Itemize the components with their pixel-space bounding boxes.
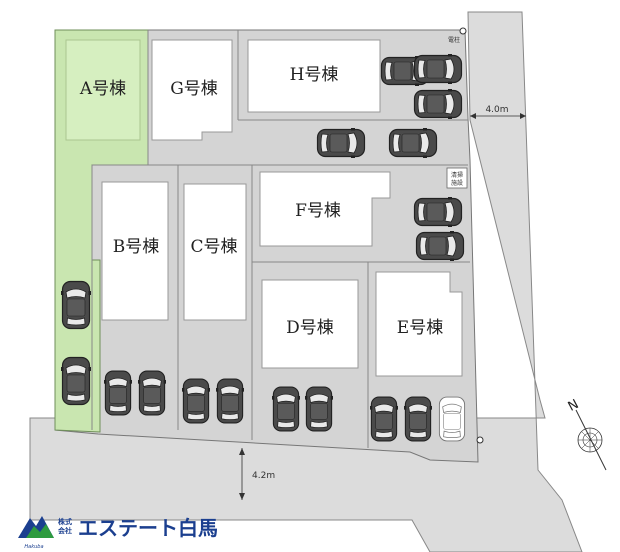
compass-north-label: N — [566, 397, 582, 415]
car — [413, 197, 463, 227]
building-e: E号棟 — [375, 271, 463, 377]
building-c: C号棟 — [183, 183, 247, 321]
building-a: A号棟 — [65, 39, 141, 141]
car — [104, 370, 132, 416]
road-width-east-label: 4.0m — [485, 105, 508, 115]
garbage-station-label-1: 清掃 — [451, 171, 463, 179]
car — [216, 378, 244, 424]
garbage-station: 清掃 施設 — [446, 167, 468, 189]
car — [370, 396, 398, 442]
car — [305, 386, 333, 432]
utility-pole-icon — [459, 27, 467, 35]
company-logo: Hakuba 株式 会社 エステート白馬 — [18, 516, 218, 550]
car — [388, 128, 438, 158]
building-h-label: H号棟 — [290, 65, 339, 85]
logo-prefix-bottom: 会社 — [58, 526, 72, 535]
car — [182, 378, 210, 424]
car — [404, 396, 432, 442]
road-width-south: 4.2m — [239, 448, 275, 500]
building-a-label: A号棟 — [79, 79, 126, 99]
utility-pole-label: 電柱 — [448, 36, 460, 44]
utility-pole-icon — [476, 436, 484, 444]
compass: N — [566, 397, 607, 471]
car — [272, 386, 300, 432]
car — [413, 54, 463, 84]
garbage-station-label-2: 施設 — [451, 179, 463, 187]
logo-company-name: エステート白馬 — [78, 516, 218, 540]
building-g: G号棟 — [151, 39, 233, 141]
building-e-label: E号棟 — [397, 318, 443, 338]
building-d-label: D号棟 — [286, 318, 334, 338]
car — [138, 370, 166, 416]
road-width-east: 4.0m — [470, 105, 526, 119]
building-d: D号棟 — [261, 279, 359, 369]
building-h: H号棟 — [247, 39, 381, 113]
building-f-label: F号棟 — [295, 201, 341, 221]
car — [316, 128, 366, 158]
car — [413, 89, 463, 119]
building-g-label: G号棟 — [170, 79, 218, 99]
building-b: B号棟 — [101, 181, 169, 321]
car — [61, 280, 91, 330]
logo-sub-text: Hakuba — [24, 544, 43, 550]
car-outline — [438, 396, 466, 442]
building-b-label: B号棟 — [113, 237, 160, 257]
road-width-south-label: 4.2m — [252, 471, 275, 481]
car — [415, 231, 465, 261]
logo-prefix-top: 株式 — [58, 517, 72, 526]
lot-boundaries — [91, 30, 470, 448]
car — [61, 356, 91, 406]
building-c-label: C号棟 — [190, 237, 237, 257]
building-f: F号棟 — [259, 171, 391, 247]
